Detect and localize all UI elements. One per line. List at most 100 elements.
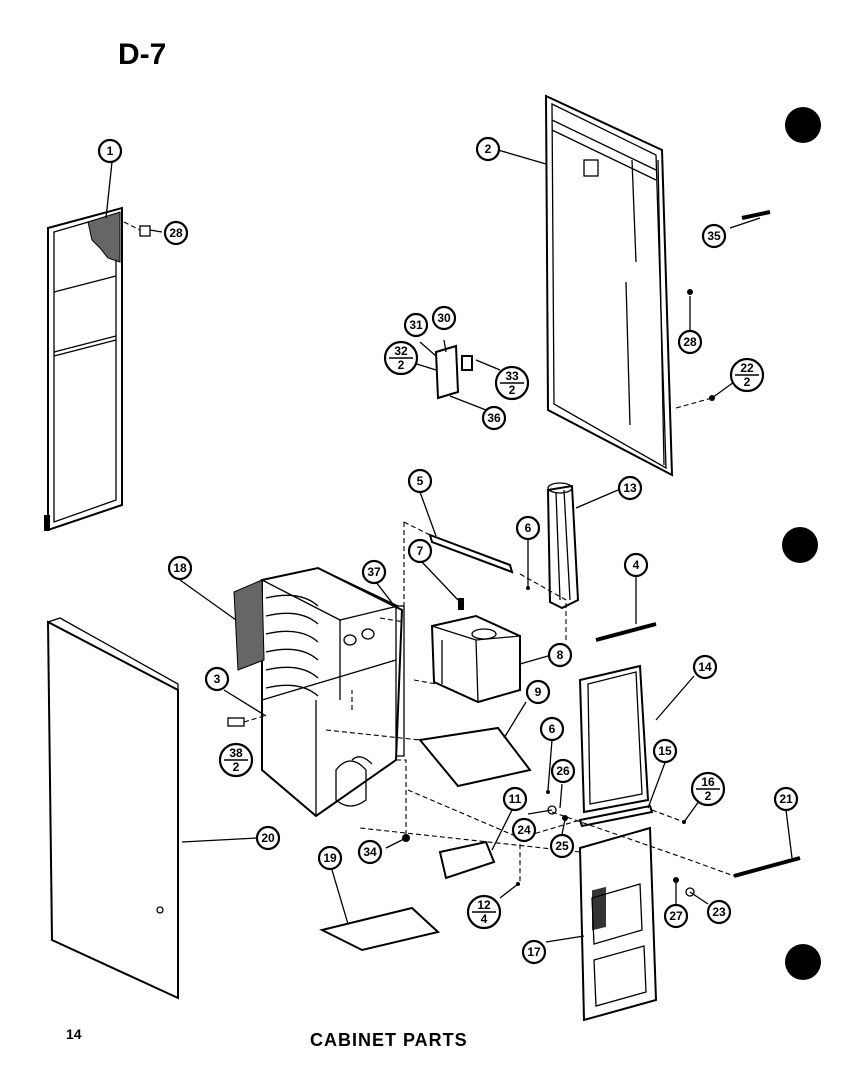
- callout-label: 13: [623, 481, 637, 495]
- callout-label: 3: [214, 672, 221, 686]
- callout-label: 5: [417, 474, 424, 488]
- part-filter: [578, 664, 650, 814]
- callout-9: 9: [525, 679, 551, 705]
- callout-12-4: 124: [466, 894, 502, 930]
- callout-label: 30: [437, 311, 451, 325]
- callout-label: 23: [712, 905, 726, 919]
- callout-17: 17: [521, 939, 547, 965]
- callout-label: 12: [477, 898, 491, 912]
- callout-6-upper: 6: [515, 515, 541, 541]
- callout-label: 2: [744, 375, 751, 389]
- page-title: D-7: [118, 38, 167, 71]
- callout-26: 26: [550, 758, 576, 784]
- callout-28-right: 28: [677, 329, 703, 355]
- callout-label: 17: [527, 945, 541, 959]
- callout-label: 22: [740, 361, 754, 375]
- callout-label: 31: [409, 318, 423, 332]
- callout-6-lower: 6: [539, 716, 565, 742]
- callout-30: 30: [431, 305, 457, 331]
- diagram-caption: CABINET PARTS: [310, 1030, 468, 1050]
- callout-28-top-left: 28: [163, 220, 189, 246]
- part-bracket-11: [438, 840, 496, 880]
- callout-label: 37: [367, 565, 381, 579]
- callout-label: 9: [535, 685, 542, 699]
- part-rod-4: [595, 622, 657, 642]
- binder-hole-bottom: [785, 944, 821, 980]
- callout-31: 31: [403, 312, 429, 338]
- callout-25: 25: [549, 833, 575, 859]
- part-strip-15: [578, 804, 654, 828]
- callout-label: 20: [261, 831, 275, 845]
- callout-36: 36: [481, 405, 507, 431]
- part-rod-21: [733, 856, 801, 878]
- callout-1: 1: [97, 138, 123, 164]
- binder-hole-middle: [782, 527, 818, 563]
- callout-11: 11: [502, 786, 528, 812]
- callout-27: 27: [663, 903, 689, 929]
- part-base-plate: [319, 906, 441, 952]
- callout-4: 4: [623, 552, 649, 578]
- callout-32-2: 322: [383, 340, 419, 376]
- callout-37: 37: [361, 559, 387, 585]
- callout-label: 1: [107, 144, 114, 158]
- part-side-panel-left: [44, 206, 123, 532]
- callout-label: 34: [363, 845, 377, 859]
- callout-5: 5: [407, 468, 433, 494]
- callout-label: 16: [701, 775, 715, 789]
- callout-label: 6: [525, 521, 532, 535]
- callout-2: 2: [475, 136, 501, 162]
- callout-label: 38: [229, 746, 243, 760]
- callout-label: 35: [707, 229, 721, 243]
- callout-label: 24: [517, 823, 531, 837]
- callout-8: 8: [547, 642, 573, 668]
- callout-13: 13: [617, 475, 643, 501]
- callout-34: 34: [357, 839, 383, 865]
- callout-24: 24: [511, 817, 537, 843]
- callout-label: 6: [549, 722, 556, 736]
- callout-label: 11: [509, 792, 522, 806]
- part-front-door: [46, 617, 179, 1000]
- callout-19: 19: [317, 845, 343, 871]
- part-limit-switch-group: [434, 344, 473, 400]
- callout-label: 2: [398, 358, 405, 372]
- page-number: 14: [66, 1026, 82, 1042]
- callout-label: 4: [633, 558, 640, 572]
- callout-35: 35: [701, 223, 727, 249]
- callout-label: 32: [394, 344, 408, 358]
- part-flue-pipe: [546, 482, 580, 610]
- callout-21: 21: [773, 786, 799, 812]
- callout-15: 15: [652, 738, 678, 764]
- callout-label: 2: [485, 142, 492, 156]
- callout-label: 18: [173, 561, 187, 575]
- part-back-panel: [544, 94, 674, 477]
- callout-label: 25: [555, 839, 569, 853]
- callout-14: 14: [692, 654, 718, 680]
- callout-label: 2: [705, 789, 712, 803]
- callout-23: 23: [706, 899, 732, 925]
- part-bracket-5: [428, 533, 514, 574]
- callout-7: 7: [407, 538, 433, 564]
- callout-label: 26: [556, 764, 570, 778]
- callout-16-2: 162: [690, 771, 726, 807]
- part-draft-box: [430, 614, 521, 704]
- binder-hole-top: [785, 107, 821, 143]
- callout-label: 27: [669, 909, 683, 923]
- callout-label: 21: [779, 792, 793, 806]
- callout-3: 3: [204, 666, 230, 692]
- callout-label: 2: [233, 760, 240, 774]
- callout-label: 2: [509, 383, 516, 397]
- part-shelf-9: [418, 726, 532, 788]
- callout-label: 28: [683, 335, 697, 349]
- callout-18: 18: [167, 555, 193, 581]
- callout-label: 4: [481, 912, 488, 926]
- callout-label: 36: [487, 411, 501, 425]
- callout-38-2: 382: [218, 742, 254, 778]
- part-louvered-door: [578, 826, 658, 1022]
- callout-label: 14: [698, 660, 712, 674]
- callout-label: 19: [323, 851, 337, 865]
- callout-label: 28: [169, 226, 183, 240]
- part-heat-exchanger-assembly: [233, 566, 405, 818]
- callout-label: 7: [417, 544, 424, 558]
- callout-33-2: 332: [494, 365, 530, 401]
